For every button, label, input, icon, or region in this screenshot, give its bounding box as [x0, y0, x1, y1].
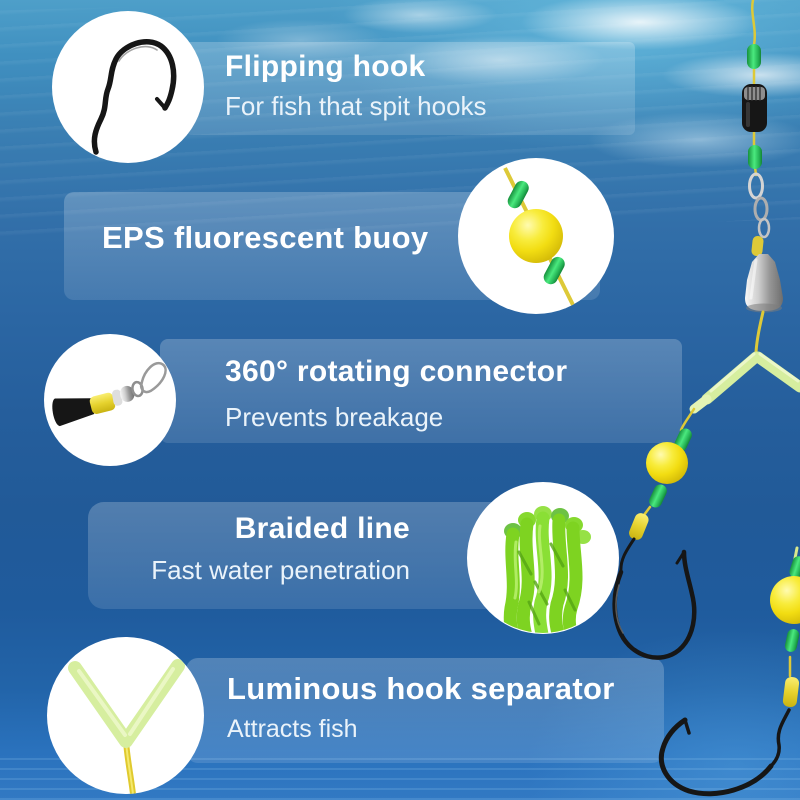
line-stopper — [789, 556, 800, 578]
rotating-connector-icon — [52, 361, 167, 427]
callout-title: EPS fluorescent buoy — [102, 220, 429, 255]
line-sleeve — [782, 676, 800, 708]
fluorescent-buoy-icon — [503, 167, 575, 306]
braided-line-icon — [503, 506, 591, 633]
line-sleeve — [751, 236, 764, 257]
branch-line — [642, 505, 652, 517]
cone-sinker — [745, 254, 783, 313]
callout-icon-circle — [44, 334, 176, 466]
callout-panel — [160, 339, 682, 443]
callout-panel — [186, 658, 664, 763]
callout-icon-circle — [52, 11, 204, 163]
buoy-ball — [509, 209, 563, 263]
line-stopper — [649, 484, 667, 508]
float-stop — [742, 84, 767, 132]
drop-line — [754, 310, 765, 354]
callout-title: 360° rotating connector — [225, 355, 568, 388]
line-stopper — [748, 145, 762, 169]
callout-subtitle: Attracts fish — [227, 714, 358, 743]
branch-line — [679, 407, 696, 432]
callout-hook-separator: Luminous hook separator Attracts fish — [227, 671, 615, 744]
callout-subtitle: Fast water penetration — [151, 554, 410, 585]
callout-title: Braided line — [234, 512, 410, 545]
callout-title: Luminous hook separator — [227, 671, 615, 706]
buoy-ball — [770, 576, 800, 624]
callout-rotating-connector: 360° rotating connector Prevents breakag… — [225, 355, 567, 433]
line-sleeve — [629, 513, 649, 540]
luminous-hook-separator — [689, 351, 800, 414]
callout-flipping-hook: Flipping hook For fish that spit hooks — [225, 50, 487, 122]
callout-braided-line: Braided line Fast water penetration — [151, 512, 410, 586]
callout-eps-buoy: EPS fluorescent buoy — [102, 220, 428, 256]
callout-subtitle: Prevents breakage — [225, 401, 444, 432]
callout-icon-circle — [47, 637, 204, 794]
callout-icon-circle — [458, 158, 614, 314]
line-stopper — [747, 44, 761, 69]
flipping-hook — [612, 537, 697, 660]
flipping-hook-icon — [91, 39, 177, 155]
flipping-hook — [659, 708, 791, 797]
swivel-chain — [748, 172, 771, 239]
line-stopper — [784, 629, 800, 652]
callout-icon-circle — [467, 482, 619, 634]
luminous-separator-icon — [68, 659, 185, 794]
callout-subtitle: For fish that spit hooks — [225, 90, 487, 121]
callout-panel — [185, 42, 635, 135]
callout-title: Flipping hook — [225, 50, 426, 83]
buoy-ball — [646, 442, 688, 484]
